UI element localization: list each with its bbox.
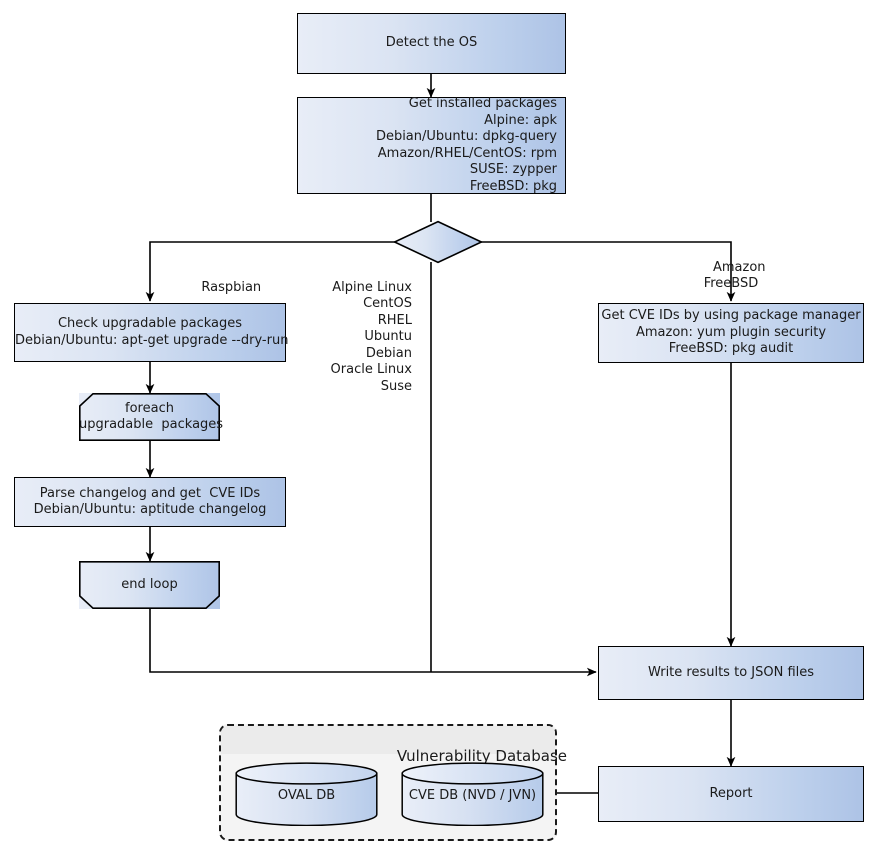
db-cylinder-oval-label: OVAL DB: [277, 788, 336, 803]
node-foreach-loop-label: foreach upgradable packages: [79, 400, 224, 433]
cve-db-body: [401, 772, 544, 827]
node-foreach-loop[interactable]: foreach upgradable packages: [79, 393, 224, 441]
node-detect-os-label: Detect the OS: [385, 35, 478, 51]
node-write-results[interactable]: Write results to JSON files: [598, 646, 864, 700]
foreach-loop-shape: [79, 393, 220, 441]
node-check-upgradable-label: Check upgradable packages Debian/Ubuntu:…: [15, 316, 289, 348]
edge-label-right-distros: Amazon FreeBSD: [703, 259, 766, 292]
db-cylinder-cve[interactable]: CVE DB (NVD / JVN): [401, 762, 544, 827]
node-parse-changelog[interactable]: Parse changelog and get CVE IDs Debian/U…: [14, 477, 286, 527]
decision-diamond-shape: [392, 220, 484, 264]
node-get-installed-packages-label: Get installed packages Alpine: apk Debia…: [375, 96, 557, 194]
node-get-installed-packages[interactable]: Get installed packages Alpine: apk Debia…: [297, 96, 566, 194]
node-write-results-label: Write results to JSON files: [647, 664, 815, 680]
node-end-loop[interactable]: end loop: [79, 561, 220, 609]
edge-label-raspbian: Raspbian: [201, 279, 262, 295]
db-cylinder-oval[interactable]: OVAL DB: [235, 762, 378, 827]
oval-db-body: [235, 772, 378, 827]
edge-label-middle-distros: Alpine Linux CentOS RHEL Ubuntu Debian O…: [330, 279, 412, 394]
vulnerability-database-title: Vulnerability Database: [396, 747, 567, 765]
group-header-band: [221, 726, 555, 754]
cve-db-top: [401, 762, 544, 785]
node-os-decision[interactable]: [392, 220, 484, 264]
node-report-label: Report: [709, 785, 753, 801]
db-cylinder-cve-label: CVE DB (NVD / JVN): [408, 788, 537, 803]
node-get-cve-ids[interactable]: Get CVE IDs by using package manager Ama…: [598, 303, 864, 363]
node-get-cve-ids-label: Get CVE IDs by using package manager Ama…: [601, 308, 861, 357]
end-loop-shape: [79, 561, 220, 609]
node-end-loop-label: end loop: [121, 576, 178, 592]
node-report[interactable]: Report: [598, 766, 864, 822]
oval-db-top: [235, 762, 378, 785]
node-detect-os[interactable]: Detect the OS: [297, 13, 566, 74]
node-check-upgradable[interactable]: Check upgradable packages Debian/Ubuntu:…: [14, 303, 289, 362]
node-parse-changelog-label: Parse changelog and get CVE IDs Debian/U…: [33, 485, 267, 518]
